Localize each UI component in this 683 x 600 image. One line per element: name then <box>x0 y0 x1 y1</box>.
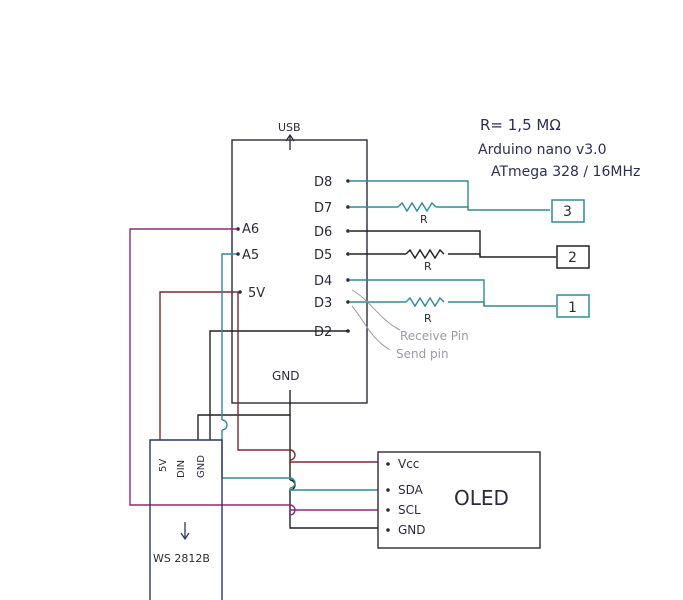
pin-d5: D5 <box>314 248 332 263</box>
oled-module: Vcc SDA SCL GND OLED <box>377 451 541 549</box>
oled-pin-dots <box>386 462 390 532</box>
pad1-wiring <box>350 279 556 308</box>
mcu-note: ATmega 328 / 16MHz <box>491 164 640 180</box>
left-pin-dots <box>236 227 242 294</box>
ws-pin-din: DIN <box>176 460 187 478</box>
arduino-outline <box>231 139 368 404</box>
d2-wire <box>209 330 348 440</box>
pad2-wiring <box>350 230 556 260</box>
5v-wire <box>159 291 378 463</box>
resistor-label-1: R <box>420 213 428 226</box>
ws-pin-5v: 5V <box>158 459 169 472</box>
ws-pin-gnd: GND <box>196 455 207 478</box>
usb-arrow-head <box>285 133 295 142</box>
pin-d4: D4 <box>314 274 332 289</box>
a6-wire <box>129 228 378 516</box>
gnd-label: GND <box>272 369 300 383</box>
ws2812b-module: 5V DIN GND WS 2812B <box>149 439 223 600</box>
resistance-note: R= 1,5 MΩ <box>480 116 561 134</box>
pin-d3: D3 <box>314 296 332 311</box>
pin-d7: D7 <box>314 201 332 216</box>
gnd-wire <box>197 390 378 529</box>
pin-d8: D8 <box>314 175 332 190</box>
arduino-nano: USB GND D8 D7 D6 D5 D4 D3 D2 A6 A5 5V <box>231 121 368 404</box>
oled-pin-sda: SDA <box>398 483 424 497</box>
pad-1-label: 1 <box>568 300 577 316</box>
oled-pin-scl: SCL <box>398 503 421 517</box>
resistor-label-2: R <box>424 260 432 273</box>
pad3-wiring <box>350 180 550 213</box>
send-pin-note: Send pin <box>396 347 449 361</box>
oled-pin-gnd: GND <box>398 523 426 537</box>
oled-label: OLED <box>454 486 509 510</box>
touch-pad-3: 3 <box>551 199 585 223</box>
pin-a6: A6 <box>242 222 259 237</box>
pin-d2: D2 <box>314 325 332 340</box>
a5-wire <box>221 253 378 491</box>
pad-2-label: 2 <box>568 250 577 266</box>
pad-3-label: 3 <box>563 204 572 220</box>
ws-data-arrow-head <box>180 532 190 541</box>
board-note: Arduino nano v3.0 <box>478 142 607 158</box>
pin-5v: 5V <box>248 286 265 301</box>
oled-pin-vcc: Vcc <box>398 457 419 471</box>
right-pin-dots <box>346 179 350 333</box>
pin-a5: A5 <box>242 248 259 263</box>
ws2812b-label: WS 2812B <box>153 552 210 565</box>
touch-pad-1: 1 <box>556 294 590 318</box>
resistor-label-3: R <box>424 312 432 325</box>
pin-note-leaders <box>351 289 401 351</box>
receive-pin-note: Receive Pin <box>400 329 469 343</box>
touch-pad-2: 2 <box>556 245 590 269</box>
usb-label: USB <box>278 121 301 134</box>
pin-d6: D6 <box>314 225 332 240</box>
